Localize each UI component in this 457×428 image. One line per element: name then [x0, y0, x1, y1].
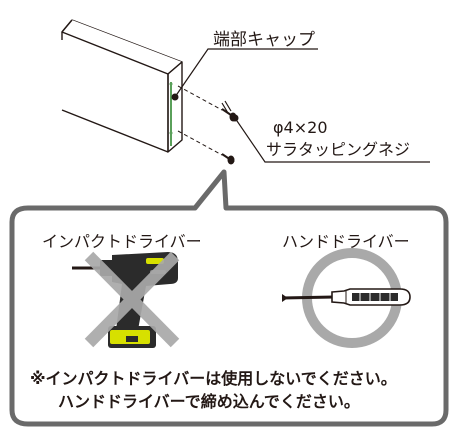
screw-type-label: サラタッピングネジ [266, 140, 411, 159]
screw-leader-line [234, 117, 430, 163]
screw-size-label: φ4×20 [273, 118, 328, 137]
warning-text-line2: ハンドドライバーで締め込んでください。 [58, 392, 360, 411]
screw-guide-lines [177, 85, 223, 156]
warning-text-line1: ※インパクトドライバーは使用しないでください。 [30, 369, 397, 388]
board [61, 19, 183, 153]
cap-leader-line [174, 48, 318, 98]
end-cap-label: 端部キャップ [213, 30, 315, 50]
callout-bubble [9, 169, 449, 427]
end-cap [169, 82, 173, 146]
impact-driver-label: インパクトドライバー [42, 232, 202, 251]
screw-lower [221, 153, 235, 165]
prohibited-x-icon [84, 251, 180, 348]
hand-driver-illustration [281, 288, 411, 306]
hand-driver-label: ハンドドライバー [282, 232, 410, 251]
